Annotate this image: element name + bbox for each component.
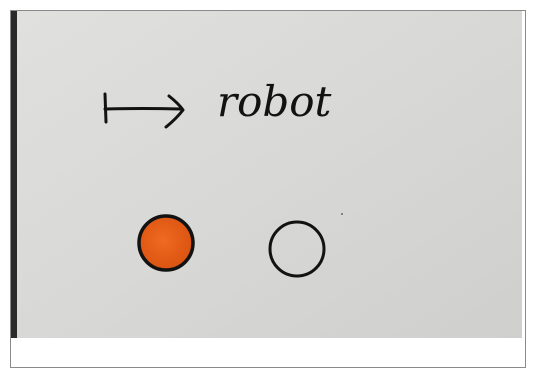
filled-orange-circle [139, 216, 193, 270]
handwritten-word-robot: robot [217, 77, 332, 126]
photo-canvas: robot [11, 11, 522, 338]
paper-speck [341, 213, 343, 215]
photo: robot [11, 11, 522, 338]
paper-sheet [17, 11, 522, 338]
